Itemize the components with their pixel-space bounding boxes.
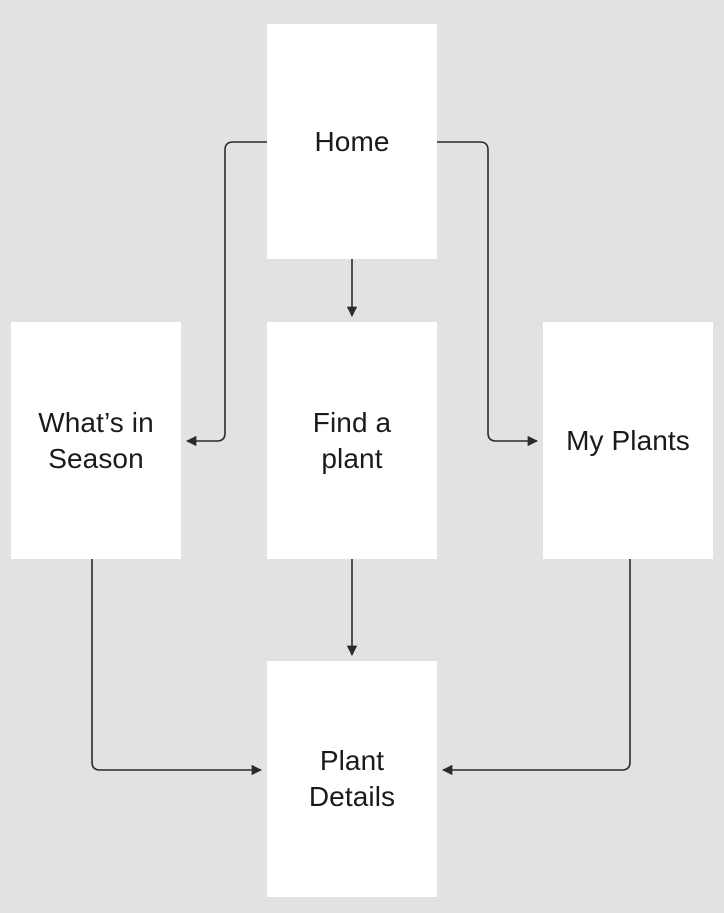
connector-season-to-details (91, 559, 263, 776)
node-find-a-plant-label: Find a plant (312, 406, 392, 474)
node-plant-details[interactable]: Plant Details (267, 661, 437, 897)
node-home[interactable]: Home (267, 24, 437, 259)
node-my-plants-label: My Plants (566, 424, 690, 456)
node-my-plants[interactable]: My Plants (543, 322, 713, 559)
node-whats-in-season[interactable]: What’s in Season (11, 322, 181, 559)
connector-myplants-to-details (441, 559, 631, 776)
connector-home-to-season (185, 141, 267, 447)
node-whats-in-season-label: What’s in Season (38, 406, 154, 474)
node-plant-details-label: Plant Details (308, 745, 396, 812)
node-home-label: Home (314, 125, 390, 157)
node-find-a-plant[interactable]: Find a plant (267, 322, 437, 559)
connector-home-to-myplants (437, 141, 539, 447)
